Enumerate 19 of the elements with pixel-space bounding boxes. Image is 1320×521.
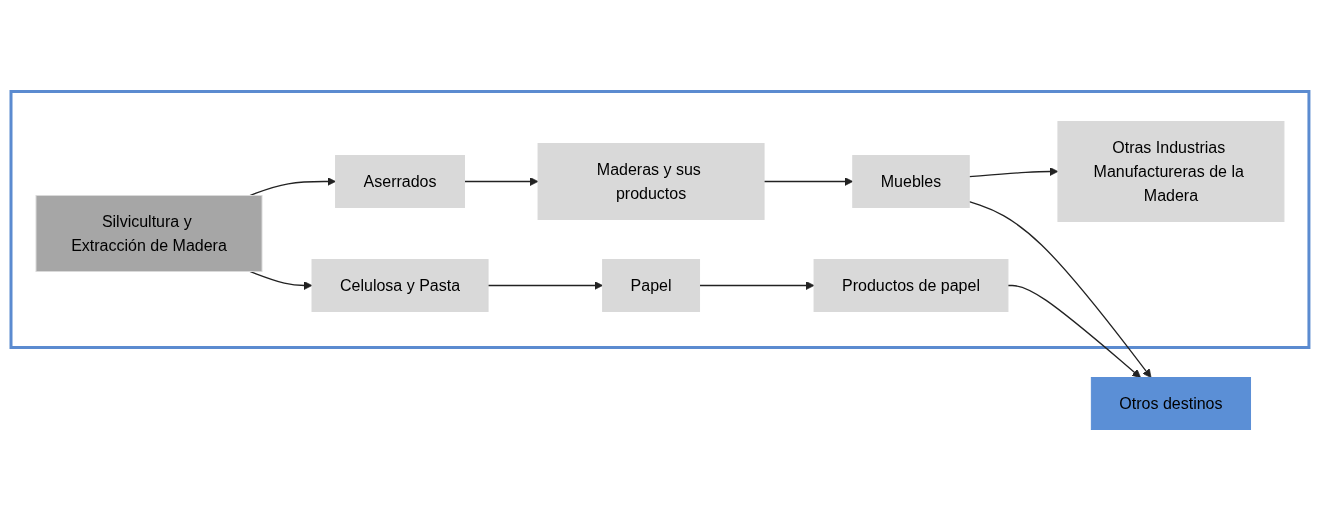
node-box: Celulosa y Pasta bbox=[311, 259, 489, 312]
arrow bbox=[1007, 284, 1141, 378]
arrow bbox=[463, 177, 539, 186]
node-box: Silvicultura y Extracción de Madera bbox=[35, 195, 263, 272]
node-box: Muebles bbox=[852, 155, 970, 208]
node-box: Maderas y sus productos bbox=[537, 143, 765, 220]
arrow bbox=[698, 281, 815, 290]
node-box: Otros destinos bbox=[1090, 377, 1252, 430]
node-box: Aserrados bbox=[335, 155, 465, 208]
arrow bbox=[249, 270, 313, 290]
arrow bbox=[249, 177, 336, 197]
cluster bbox=[9, 90, 1311, 349]
node-box: Otras Industrias Manufactureras de la Madera bbox=[1057, 121, 1285, 222]
arrow bbox=[487, 281, 604, 290]
arrow bbox=[968, 167, 1059, 178]
arrow bbox=[763, 177, 854, 186]
node-box: Papel bbox=[602, 259, 701, 312]
node-box: Productos de papel bbox=[813, 259, 1009, 312]
arrow bbox=[968, 200, 1152, 378]
